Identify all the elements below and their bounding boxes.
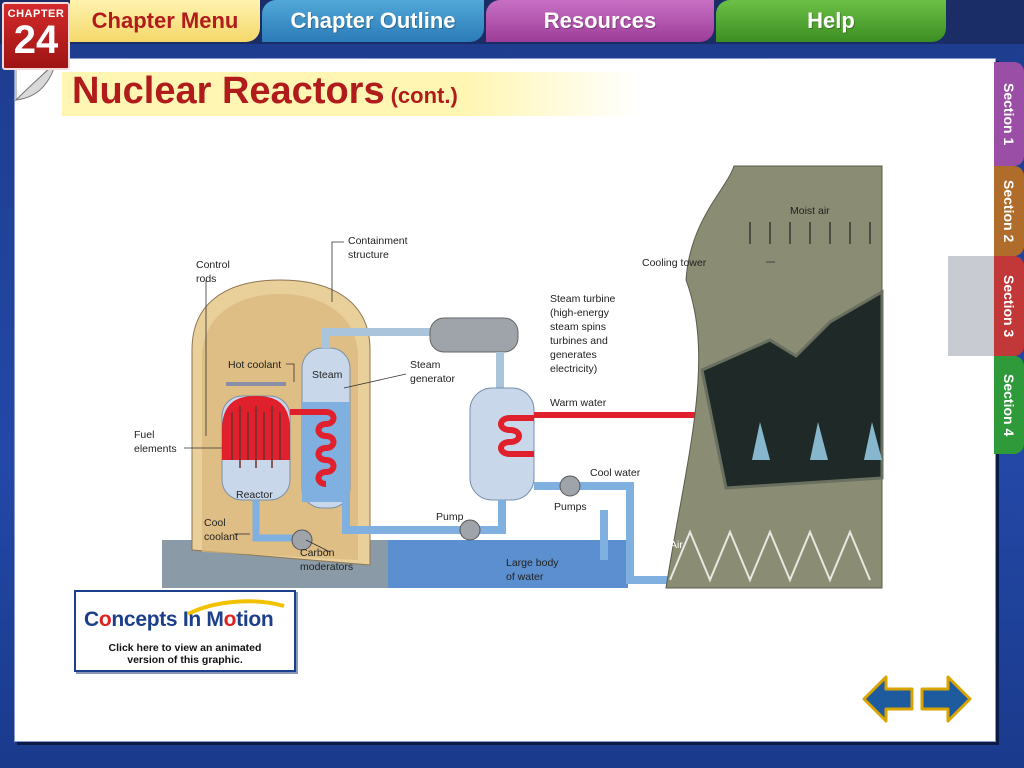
- label-steam-turbine-2: (high-energy: [550, 307, 610, 319]
- chapter-number: 24: [13, 18, 59, 62]
- fuel-rods: [231, 406, 281, 468]
- label-steam-turbine-3: steam spins: [550, 321, 606, 333]
- section-3-tab[interactable]: Section 3: [994, 256, 1024, 356]
- label-steam-turbine-6: electricity): [550, 363, 597, 375]
- label-steam: Steam: [312, 369, 343, 381]
- help-label: Help: [807, 8, 855, 33]
- slide-title-suffix: (cont.): [390, 83, 458, 108]
- section-4-tab[interactable]: Section 4: [994, 356, 1024, 454]
- label-moist-air: Moist air: [790, 205, 830, 217]
- label-warm-water: Warm water: [550, 397, 607, 409]
- label-cool-coolant-1: Cool: [204, 517, 226, 529]
- condenser-coil: [498, 415, 534, 457]
- title-highlight-band: [62, 72, 640, 116]
- section-2-tab[interactable]: Section 2: [994, 166, 1024, 256]
- pump-icon: [459, 519, 481, 541]
- help-tab[interactable]: Help: [716, 0, 946, 42]
- right-arrow-icon[interactable]: [920, 674, 972, 724]
- chapter-outline-label: Chapter Outline: [290, 8, 456, 33]
- leader-lines: [184, 241, 775, 553]
- steam-turbine: [429, 317, 519, 353]
- active-section-highlight: [948, 256, 994, 356]
- label-containment-2: structure: [348, 249, 389, 261]
- label-carbon-moderators-1: Carbon: [300, 547, 335, 559]
- pumps-icon: [559, 475, 581, 497]
- moist-air-arrows: [749, 222, 871, 244]
- swoosh-icon: [187, 599, 285, 616]
- label-containment-1: Containment: [348, 235, 408, 247]
- cim-title-o2: o: [223, 608, 237, 631]
- chapter-menu-label: Chapter Menu: [91, 8, 239, 33]
- slide-title: Nuclear Reactors(cont.): [72, 70, 458, 113]
- chapter-menu-tab[interactable]: Chapter Menu: [70, 0, 260, 42]
- reactor-pump-icon: [291, 529, 313, 551]
- label-pump: Pump: [436, 511, 464, 523]
- label-carbon-moderators-2: moderators: [300, 561, 353, 573]
- chapter-badge[interactable]: CHAPTER 24: [2, 2, 70, 70]
- concepts-in-motion-caption: Click here to view an animated version o…: [76, 642, 294, 666]
- label-steam-generator-1: Steam: [410, 359, 441, 371]
- slide-title-text: Nuclear Reactors: [72, 70, 385, 112]
- label-steam-turbine-1: Steam turbine: [550, 293, 616, 305]
- chapter-outline-tab[interactable]: Chapter Outline: [262, 0, 484, 42]
- label-cooling-tower: Cooling tower: [642, 257, 707, 269]
- return-pipe: [342, 500, 506, 534]
- resources-label: Resources: [543, 8, 657, 33]
- cim-caption-line2: version of this graphic.: [127, 654, 243, 666]
- steam-pipe: [322, 328, 430, 348]
- concepts-in-motion-title: Concepts In Motion: [84, 608, 274, 632]
- nuclear-reactor-diagram: Containment structure Control rods Hot c…: [134, 165, 884, 589]
- label-fuel-elements-1: Fuel: [134, 429, 154, 441]
- section-1-label: Section 1: [1001, 82, 1017, 146]
- cim-title-o: o: [98, 608, 112, 631]
- concepts-in-motion-button[interactable]: Concepts In Motion Click here to view an…: [74, 590, 296, 672]
- label-cool-water: Cool water: [590, 467, 641, 479]
- cool-coolant-pipe: [252, 500, 300, 542]
- cim-title-part3: tion: [236, 608, 274, 631]
- label-steam-generator-2: generator: [410, 373, 455, 385]
- label-steam-turbine-4: turbines and: [550, 335, 608, 347]
- air-intake-lattice: [669, 529, 871, 583]
- chapter-label: CHAPTER: [7, 8, 65, 20]
- cooling-spray: [752, 422, 882, 460]
- label-control-rods-1: Control: [196, 259, 230, 271]
- cim-title-part2: ncepts In M: [111, 608, 224, 631]
- page-curl-icon: [14, 60, 58, 102]
- label-pumps: Pumps: [554, 501, 587, 513]
- section-3-label: Section 3: [1001, 274, 1017, 338]
- label-steam-turbine-5: generates: [550, 349, 597, 361]
- label-air: Air: [670, 539, 683, 551]
- cooling-tower-interior: [700, 289, 884, 490]
- label-cool-coolant-2: coolant: [204, 531, 238, 543]
- section-1-tab[interactable]: Section 1: [994, 62, 1024, 166]
- label-hot-coolant: Hot coolant: [228, 359, 281, 371]
- control-rod-bar: [226, 382, 286, 386]
- label-large-body-2: of water: [506, 571, 544, 583]
- resources-tab[interactable]: Resources: [486, 0, 714, 42]
- large-body-water: [388, 540, 628, 588]
- label-reactor: Reactor: [236, 489, 273, 501]
- label-large-body-1: Large body: [506, 557, 559, 569]
- label-control-rods-2: rods: [196, 273, 216, 285]
- label-fuel-elements-2: elements: [134, 443, 177, 455]
- cim-caption-line1: Click here to view an animated: [108, 642, 262, 654]
- section-2-label: Section 2: [1001, 179, 1017, 243]
- section-4-label: Section 4: [1001, 373, 1017, 437]
- left-arrow-icon[interactable]: [862, 674, 914, 724]
- cim-title-part1: C: [84, 608, 99, 631]
- hot-coolant-coil: [290, 409, 337, 487]
